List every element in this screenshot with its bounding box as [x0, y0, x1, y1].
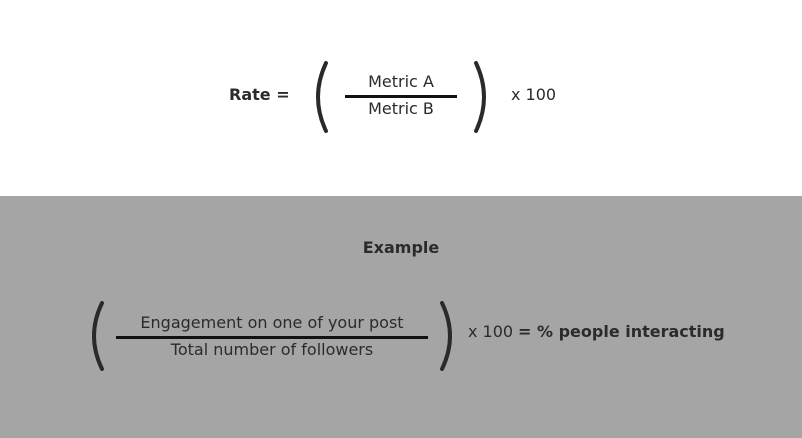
formula-fraction-bar [345, 95, 457, 98]
example-multiplier: x 100 [468, 322, 514, 341]
formula-denominator: Metric B [368, 99, 434, 118]
example-right-parenthesis [440, 301, 452, 371]
left-parenthesis [316, 61, 328, 133]
right-parenthesis [474, 61, 486, 133]
example-panel: Example Engagement on one of your post T… [0, 196, 802, 438]
example-numerator: Engagement on one of your post [140, 313, 404, 332]
formula-lhs: Rate = [229, 85, 290, 104]
example-fraction-bar [116, 336, 428, 339]
formula-numerator: Metric A [368, 72, 434, 91]
formula-panel: Rate = Metric A Metric B x 100 [0, 0, 802, 196]
example-result: = % people interacting [518, 322, 725, 341]
example-denominator: Total number of followers [170, 340, 374, 359]
example-heading: Example [362, 238, 440, 257]
formula-multiplier: x 100 [511, 85, 557, 104]
example-left-parenthesis [92, 301, 104, 371]
